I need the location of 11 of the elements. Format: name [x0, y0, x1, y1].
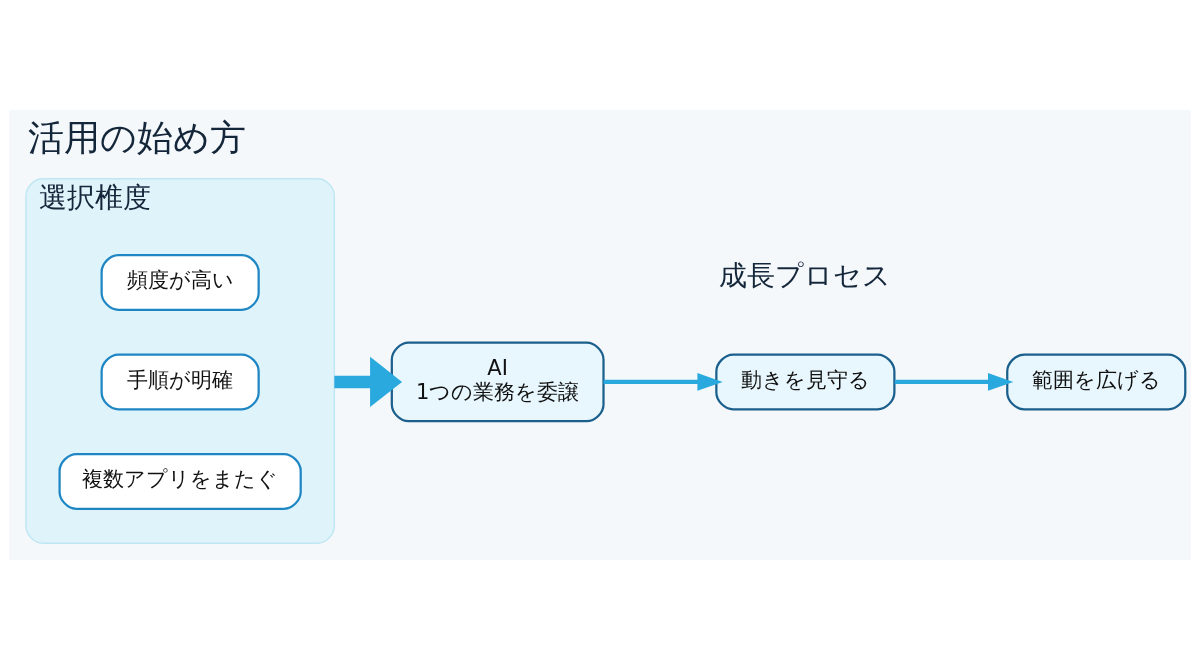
arrow [603, 372, 723, 391]
label: 成長プロセス [719, 258, 892, 292]
diagram-title: 活用の始め方 [27, 115, 246, 159]
arrow [894, 372, 1014, 391]
node-box: 手順が明確 [100, 353, 260, 410]
node-box: 複数アプリをまたぐ [58, 452, 302, 510]
node-box: AI 1つの業務を委譲 [390, 341, 605, 422]
arrow [334, 356, 402, 407]
node-box: 動きを見守る [715, 353, 896, 410]
node-box: 範囲を広げる [1006, 353, 1187, 410]
node-box: 頻度が高い [100, 253, 260, 311]
